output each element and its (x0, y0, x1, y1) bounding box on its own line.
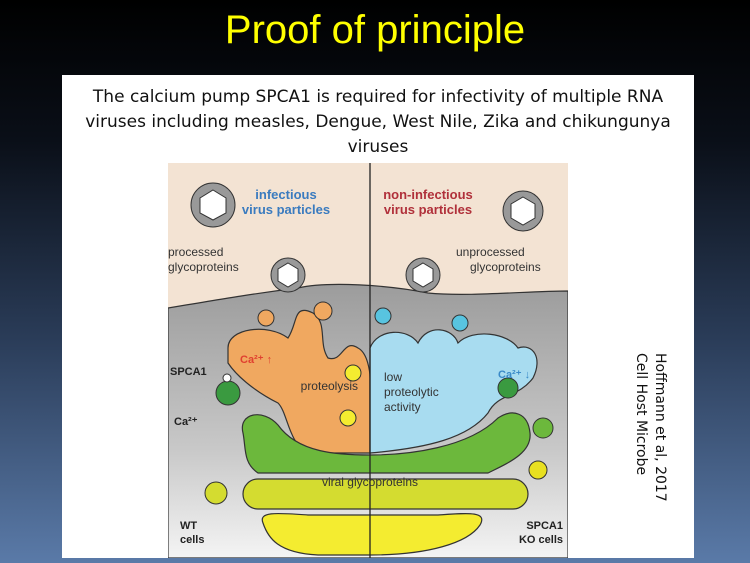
label-low-2: proteolytic (384, 385, 439, 399)
label-unprocessed: unprocessed (456, 245, 525, 259)
golgi-ko (369, 329, 538, 454)
vesicle (451, 314, 469, 332)
spca1-pump-icon (222, 373, 232, 383)
virus-noninfectious-free (502, 190, 544, 232)
vesicle (215, 380, 241, 406)
label-ko: SPCA1 (526, 520, 563, 532)
slide-subtitle: The calcium pump SPCA1 is required for i… (85, 87, 671, 157)
er-yellow (261, 512, 483, 556)
label-infectious-2: virus particles (242, 202, 330, 217)
golgi-wt (227, 309, 371, 454)
vesicle (339, 409, 357, 427)
label-processed: processed (168, 245, 223, 259)
label-ca-up: Ca²⁺ ↑ (240, 354, 272, 366)
label-wt: WT (180, 520, 197, 532)
label-ca-down: Ca²⁺ ↓ (498, 369, 530, 381)
vesicle (313, 301, 333, 321)
vesicle (344, 364, 362, 382)
er-yellow-green (242, 478, 529, 510)
citation-line1: Hoffmann et al, 2017 (652, 353, 668, 502)
content-panel: The calcium pump SPCA1 is required for i… (62, 75, 694, 559)
label-processed-2: glycoproteins (168, 260, 239, 274)
slide-title: Proof of principle (224, 8, 526, 52)
label-noninfectious: non-infectious (383, 187, 473, 202)
citation: Hoffmann et al, 2017 Cell Host Microbe (631, 353, 669, 502)
virus-infectious-budding (270, 257, 306, 293)
vesicle (497, 377, 519, 399)
label-wt-2: cells (180, 534, 204, 546)
er-green (241, 412, 531, 474)
label-low-3: activity (384, 400, 421, 414)
vesicle (528, 460, 548, 480)
spca1-diagram: infectious virus particles non-infectiou… (167, 163, 569, 559)
label-low: low (384, 370, 402, 384)
label-proteolysis: proteolysis (301, 379, 358, 393)
citation-line2: Cell Host Microbe (633, 353, 649, 476)
label-unprocessed-2: glycoproteins (470, 260, 541, 274)
virus-infectious-free (190, 182, 236, 228)
vesicle (204, 481, 228, 505)
label-spca1: SPCA1 (170, 366, 207, 378)
label-noninfectious-2: virus particles (384, 202, 472, 217)
label-viral-glycoproteins: viral glycoproteins (322, 475, 418, 489)
label-ca: Ca²⁺ (174, 416, 198, 428)
label-ko-2: KO cells (519, 534, 563, 546)
virus-noninfectious-budding (405, 257, 441, 293)
label-infectious: infectious (255, 187, 316, 202)
vesicle (257, 309, 275, 327)
vesicle (532, 417, 554, 439)
vesicle (374, 307, 392, 325)
